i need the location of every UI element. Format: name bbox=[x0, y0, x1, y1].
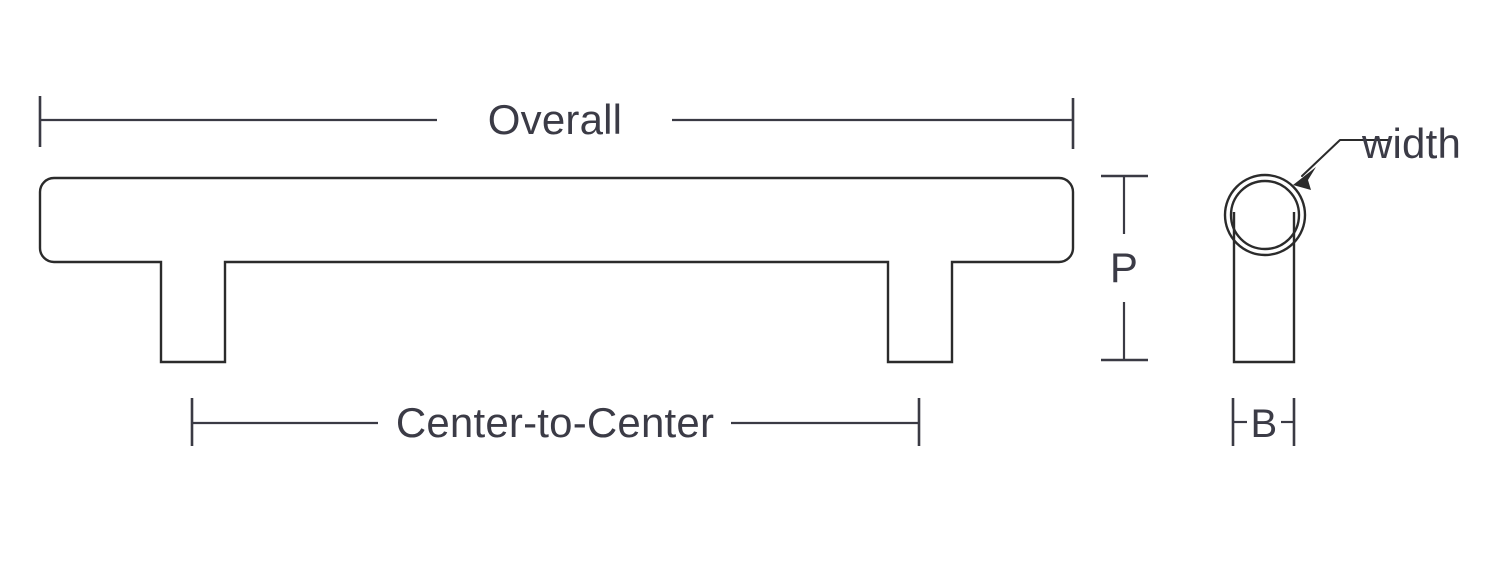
width-leader-line bbox=[1301, 139, 1391, 177]
overall-dimension-group: Overall bbox=[38, 96, 1075, 149]
base-dimension-group: B bbox=[1231, 398, 1296, 446]
width-label: width bbox=[1361, 120, 1461, 167]
overall-label: Overall bbox=[488, 96, 622, 143]
base-label: B bbox=[1251, 402, 1278, 446]
width-callout-group: width bbox=[1293, 120, 1461, 190]
center-to-center-label: Center-to-Center bbox=[396, 399, 714, 446]
side-section-view bbox=[1223, 173, 1307, 364]
tube-inner-circle bbox=[1229, 179, 1301, 251]
projection-dimension-group: P bbox=[1101, 174, 1148, 362]
center-to-center-dimension-group: Center-to-Center bbox=[190, 398, 921, 446]
bar-pull-outline bbox=[38, 176, 1075, 364]
tube-outer-circle bbox=[1223, 173, 1307, 257]
projection-label: P bbox=[1110, 244, 1138, 291]
side-section-post bbox=[1232, 212, 1296, 364]
width-leader-arrow-icon bbox=[1293, 167, 1316, 190]
front-elevation-view bbox=[38, 176, 1075, 364]
